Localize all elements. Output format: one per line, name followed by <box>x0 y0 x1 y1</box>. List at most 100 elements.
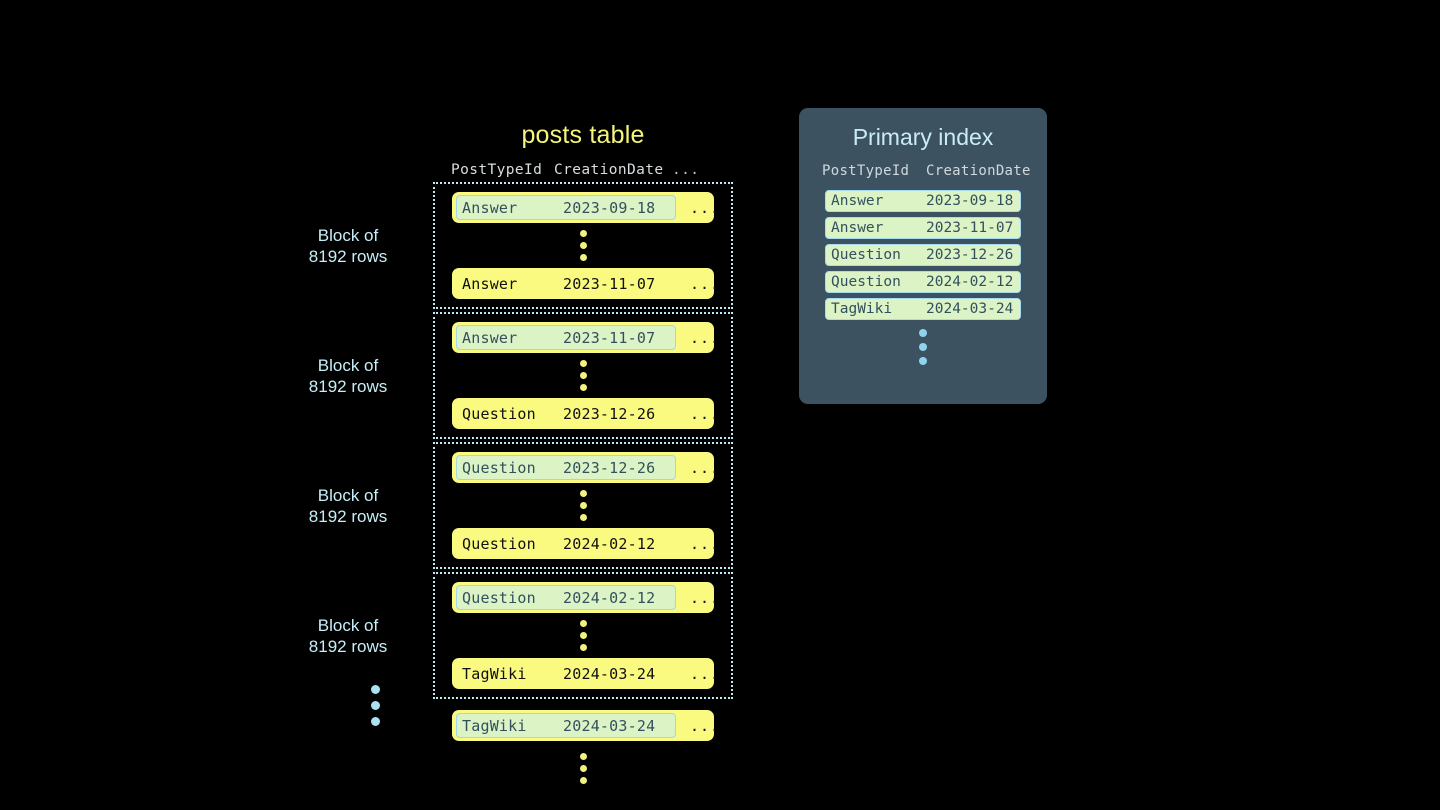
cell-creationdate: 2023-09-18 <box>563 198 656 217</box>
cell-creationdate: 2023-11-07 <box>563 274 656 293</box>
dot <box>371 701 380 710</box>
primary-index-trailing-ellipsis-dots <box>799 329 1047 365</box>
dot <box>579 620 587 627</box>
block-1-label: Block of 8192 rows <box>308 225 388 266</box>
dot <box>579 765 587 772</box>
column-header-creationdate: CreationDate <box>554 162 664 178</box>
posts-table-diagram: posts table PostTypeId CreationDate ... … <box>309 120 733 791</box>
row-highlight-pill: Question 2024-02-12 <box>456 585 676 610</box>
posts-table-column-headers: PostTypeId CreationDate ... <box>433 162 733 182</box>
column-header-posttypeid: PostTypeId <box>451 162 543 178</box>
cell-posttypeid: TagWiki <box>462 664 527 683</box>
table-row: Question 2024-02-12 ... <box>452 582 719 613</box>
table-row: TagWiki 2024-03-24 ... <box>452 710 719 741</box>
column-header-creationdate: CreationDate <box>926 163 1031 179</box>
column-header-ellipsis: ... <box>672 162 700 178</box>
dot <box>919 357 927 365</box>
cell-creationdate: 2024-03-24 <box>563 664 656 683</box>
primary-index-rows: Answer 2023-09-18 Answer 2023-11-07 Ques… <box>799 190 1047 320</box>
dot <box>579 242 587 249</box>
index-row: Question 2024-02-12 <box>825 271 1021 293</box>
cell-ellipsis: ... <box>690 588 721 607</box>
cell-ellipsis: ... <box>690 328 721 347</box>
cell-ellipsis: ... <box>690 198 721 217</box>
dot <box>579 753 587 760</box>
cell-ellipsis: ... <box>690 716 721 735</box>
cell-posttypeid: Answer <box>831 193 884 209</box>
cell-ellipsis: ... <box>690 274 721 293</box>
cell-posttypeid: TagWiki <box>462 716 527 735</box>
dot <box>579 777 587 784</box>
primary-index-panel: Primary index PostTypeId CreationDate An… <box>799 108 1047 404</box>
cell-ellipsis: ... <box>690 458 721 477</box>
row-cells: Question 2024-02-12 <box>456 531 676 556</box>
dot <box>579 514 587 521</box>
cell-posttypeid: Answer <box>462 274 518 293</box>
cell-posttypeid: Answer <box>462 328 518 347</box>
dot <box>579 254 587 261</box>
cell-posttypeid: Question <box>831 274 901 290</box>
cell-posttypeid: Question <box>462 534 536 553</box>
table-row: Answer 2023-09-18 ... <box>452 192 719 223</box>
dot <box>579 644 587 651</box>
index-row: Question 2023-12-26 <box>825 244 1021 266</box>
cell-creationdate: 2024-02-12 <box>926 274 1014 290</box>
row-highlight-pill: Answer 2023-09-18 <box>456 195 676 220</box>
cell-creationdate: 2024-02-12 <box>563 534 656 553</box>
dot <box>579 230 587 237</box>
table-row: Question 2023-12-26 ... <box>452 452 719 483</box>
cell-ellipsis: ... <box>690 534 721 553</box>
cell-creationdate: 2023-09-18 <box>926 193 1014 209</box>
table-row: Answer 2023-11-07 ... <box>452 268 719 299</box>
cell-ellipsis: ... <box>690 664 721 683</box>
dot <box>579 490 587 497</box>
index-row: Answer 2023-09-18 <box>825 190 1021 212</box>
block-3-label: Block of 8192 rows <box>308 485 388 526</box>
posts-table-title: posts table <box>521 121 645 149</box>
table-row: Question 2023-12-26 ... <box>452 398 719 429</box>
dot <box>579 632 587 639</box>
cell-posttypeid: Answer <box>462 198 518 217</box>
tail-row-wrap: TagWiki 2024-03-24 ... <box>433 710 733 741</box>
cell-creationdate: 2024-03-24 <box>926 301 1014 317</box>
cell-posttypeid: Question <box>462 458 536 477</box>
table-row: Question 2024-02-12 ... <box>452 528 719 559</box>
cell-posttypeid: Question <box>831 247 901 263</box>
block-2-label: Block of 8192 rows <box>308 355 388 396</box>
block-1-vertical-ellipsis-dots <box>435 223 731 268</box>
cell-creationdate: 2023-11-07 <box>563 328 656 347</box>
table-row: TagWiki 2024-03-24 ... <box>452 658 719 689</box>
block-2: Block of 8192 rows Answer 2023-11-07 ...… <box>309 312 733 439</box>
primary-index-column-headers: PostTypeId CreationDate <box>799 163 1047 179</box>
table-row: Answer 2023-11-07 ... <box>452 322 719 353</box>
cell-creationdate: 2023-12-26 <box>926 247 1014 263</box>
primary-index-title: Primary index <box>852 124 994 150</box>
index-row: TagWiki 2024-03-24 <box>825 298 1021 320</box>
row-cells: Answer 2023-11-07 <box>456 271 676 296</box>
cell-creationdate: 2024-03-24 <box>563 716 656 735</box>
dot <box>919 343 927 351</box>
dot <box>371 717 380 726</box>
cell-creationdate: 2023-12-26 <box>563 404 656 423</box>
row-highlight-pill: Answer 2023-11-07 <box>456 325 676 350</box>
dot <box>371 685 380 694</box>
block-2-vertical-ellipsis-dots <box>435 353 731 398</box>
cell-creationdate: 2023-12-26 <box>563 458 656 477</box>
cell-posttypeid: Question <box>462 404 536 423</box>
dot <box>579 384 587 391</box>
block-4-label: Block of 8192 rows <box>308 615 388 656</box>
dot <box>579 360 587 367</box>
cell-posttypeid: TagWiki <box>831 301 893 317</box>
dot <box>919 329 927 337</box>
blocks-trailing-ellipsis-dots <box>371 685 380 726</box>
index-row: Answer 2023-11-07 <box>825 217 1021 239</box>
row-highlight-pill: Question 2023-12-26 <box>456 455 676 480</box>
row-cells: Question 2023-12-26 <box>456 401 676 426</box>
block-3: Block of 8192 rows Question 2023-12-26 .… <box>309 442 733 569</box>
column-header-posttypeid: PostTypeId <box>822 163 910 179</box>
posts-table-trailing-ellipsis-dots <box>433 746 733 791</box>
dot <box>579 502 587 509</box>
block-1: Block of 8192 rows Answer 2023-09-18 ...… <box>309 182 733 309</box>
block-4-vertical-ellipsis-dots <box>435 613 731 658</box>
block-4: Block of 8192 rows Question 2024-02-12 .… <box>309 572 733 699</box>
